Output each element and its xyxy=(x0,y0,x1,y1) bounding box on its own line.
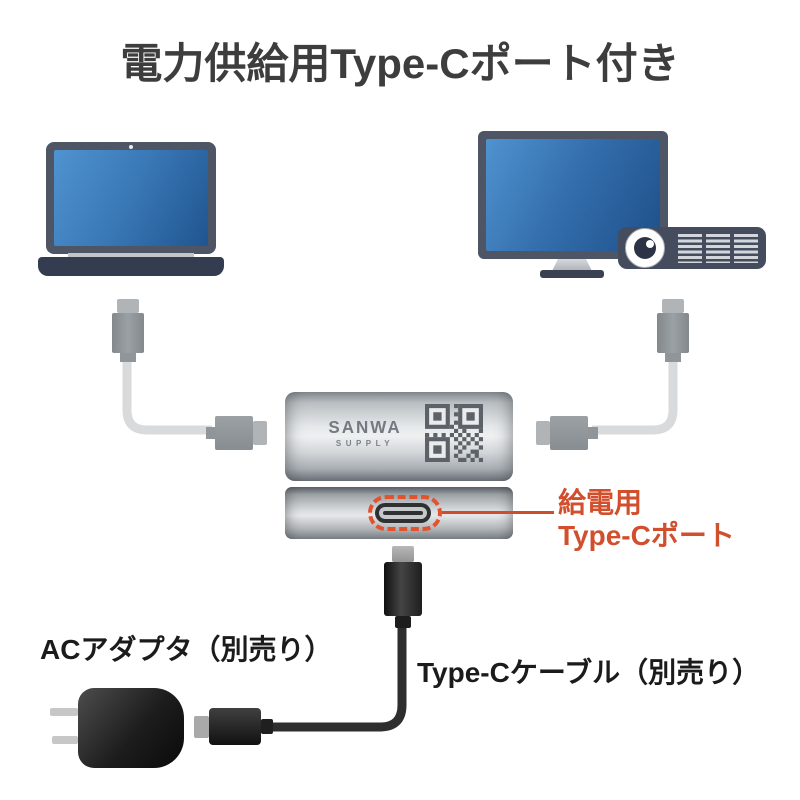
connector-tip xyxy=(117,299,139,313)
type-c-port-tongue xyxy=(383,511,423,515)
cable-plug-body xyxy=(209,708,261,745)
connector-neck xyxy=(120,353,136,362)
connector-tip xyxy=(253,421,267,445)
connector-neck xyxy=(395,616,411,628)
brand-sub: SUPPLY xyxy=(335,439,395,448)
callout-line xyxy=(442,511,554,514)
connector-body xyxy=(657,313,689,353)
monitor-stand xyxy=(552,259,592,271)
laptop-screen xyxy=(54,150,208,246)
monitor-stand-base xyxy=(540,270,604,278)
connector-tip xyxy=(662,299,684,313)
connector-neck xyxy=(206,427,216,439)
connector-tip xyxy=(392,546,414,562)
laptop-cable xyxy=(122,354,212,435)
callout-line2: Type-Cポート xyxy=(558,520,735,551)
ac-adapter-caption: ACアダプタ（別売り） xyxy=(40,634,333,665)
laptop-hinge xyxy=(68,253,194,259)
laptop-camera-icon xyxy=(129,145,133,149)
connector-body xyxy=(384,562,422,616)
qr-code-icon xyxy=(425,404,483,462)
ac-adapter-body xyxy=(78,688,184,768)
connector-body xyxy=(112,313,144,353)
display-cable xyxy=(592,354,678,435)
port-callout-label: 給電用 Type-Cポート xyxy=(558,486,735,552)
connector-body xyxy=(215,416,253,450)
projector-vents xyxy=(678,234,758,263)
connector-tip xyxy=(536,421,550,445)
page-title: 電力供給用Type-Cポート付き xyxy=(120,40,680,87)
plug-prong xyxy=(52,736,78,744)
laptop-base xyxy=(38,257,224,276)
cable-plug-tip xyxy=(194,716,209,738)
connector-neck xyxy=(588,427,598,439)
cable-plug-collar xyxy=(261,719,273,734)
brand-name: SANWA xyxy=(328,417,402,438)
callout-line1: 給電用 xyxy=(558,487,643,518)
power-cable xyxy=(268,624,407,732)
plug-prong xyxy=(50,708,78,716)
type-c-cable-caption: Type-Cケーブル（別売り） xyxy=(417,657,761,688)
sanwa-logo: SANWA SUPPLY xyxy=(325,417,405,449)
connector-neck xyxy=(665,353,681,362)
port-highlight-ring xyxy=(368,495,442,531)
projector-lens-glint xyxy=(646,240,654,248)
connector-body xyxy=(550,416,588,450)
